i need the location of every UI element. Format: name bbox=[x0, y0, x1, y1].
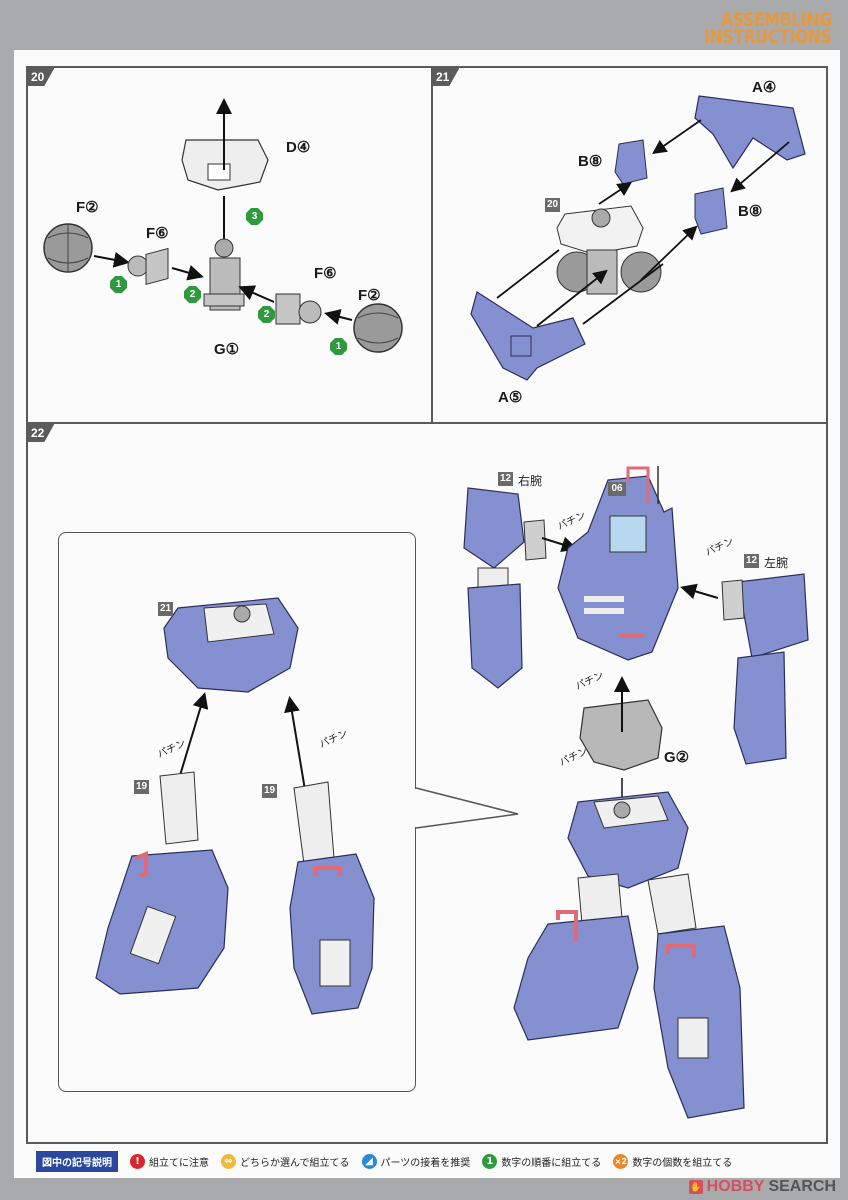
quantity-icon: ×2 bbox=[613, 1153, 629, 1169]
part-label-b8-right: B⑧ bbox=[738, 203, 763, 220]
step-22-diagram bbox=[95, 466, 809, 1119]
legend-label: 数字の順番に組立てる bbox=[501, 1157, 602, 1169]
hobbysearch-watermark: ✋ HOBBY SEARCH bbox=[688, 1178, 836, 1196]
part-label-g2: G② bbox=[664, 749, 690, 766]
legend-item-quantity: ×2 数字の個数を組立てる bbox=[613, 1153, 733, 1169]
legend-title: 図中の記号説明 bbox=[36, 1150, 118, 1172]
step-21-diagram bbox=[470, 95, 806, 381]
step-20-diagram bbox=[43, 98, 403, 353]
order-badge-1-left: 1 bbox=[110, 276, 127, 293]
instruction-page: 20 D bbox=[14, 50, 840, 1178]
part-label-f2-right: F② bbox=[358, 287, 381, 304]
right-arm-label: 右腕 bbox=[518, 474, 543, 488]
caution-icon: ! bbox=[130, 1153, 145, 1169]
legend-label: 組立てに注意 bbox=[149, 1157, 209, 1169]
part-label-a4: A④ bbox=[752, 79, 777, 96]
step-ref-12-right-arm: 12 bbox=[498, 472, 513, 486]
step-ref-20: 20 bbox=[545, 198, 560, 212]
order-badge-2-left: 2 bbox=[184, 286, 201, 303]
hobbysearch-logo-icon: ✋ bbox=[688, 1180, 703, 1194]
header-line1: ASSEMBLING bbox=[721, 9, 832, 31]
watermark-hobby: HOBBY bbox=[706, 1178, 765, 1195]
page-header-title: ASSEMBLING INSTRUCTIONS bbox=[704, 9, 832, 48]
order-badge-1-right: 1 bbox=[330, 338, 347, 355]
symbol-legend: 図中の記号説明 ! 組立てに注意 ⇔ どちらか選んで組立てる ◢ パーツの接着を… bbox=[36, 1150, 732, 1172]
legend-item-order: 1 数字の順番に組立てる bbox=[482, 1153, 602, 1169]
step-ref-06-torso: 06 bbox=[608, 482, 626, 496]
part-label-d4: D④ bbox=[286, 139, 311, 156]
legend-label: 数字の個数を組立てる bbox=[632, 1157, 733, 1169]
order-badge-3: 3 bbox=[246, 208, 263, 225]
watermark-search: SEARCH bbox=[768, 1178, 836, 1195]
part-label-b8-top: B⑧ bbox=[578, 153, 603, 170]
step-ref-21: 21 bbox=[158, 602, 173, 616]
divider-vertical bbox=[431, 68, 433, 422]
legend-label: どちらか選んで組立てる bbox=[240, 1157, 350, 1169]
step-ref-19-left: 19 bbox=[134, 780, 149, 794]
order-number-icon: 1 bbox=[482, 1153, 498, 1169]
header-line2: INSTRUCTIONS bbox=[704, 26, 832, 48]
step-ref-12-left-arm: 12 bbox=[744, 554, 759, 568]
step-ref-19-right: 19 bbox=[262, 784, 277, 798]
legend-item-caution: ! 組立てに注意 bbox=[130, 1153, 209, 1169]
glue-recommended-icon: ◢ bbox=[361, 1153, 377, 1169]
order-badge-2-right: 2 bbox=[258, 306, 275, 323]
legend-item-glue: ◢ パーツの接着を推奨 bbox=[361, 1153, 471, 1169]
part-label-g1: G① bbox=[214, 341, 240, 358]
part-label-f2-left: F② bbox=[76, 199, 99, 216]
legend-label: パーツの接着を推奨 bbox=[380, 1157, 471, 1169]
divider-horizontal bbox=[28, 422, 826, 424]
part-label-a5: A⑤ bbox=[498, 389, 523, 406]
choose-option-icon: ⇔ bbox=[221, 1153, 236, 1169]
part-label-f6-right: F⑥ bbox=[314, 265, 337, 282]
steps-frame: 20 D bbox=[26, 66, 828, 1144]
left-arm-label: 左腕 bbox=[764, 556, 789, 570]
legend-item-choose: ⇔ どちらか選んで組立てる bbox=[221, 1153, 350, 1169]
part-label-f6-left: F⑥ bbox=[146, 225, 169, 242]
